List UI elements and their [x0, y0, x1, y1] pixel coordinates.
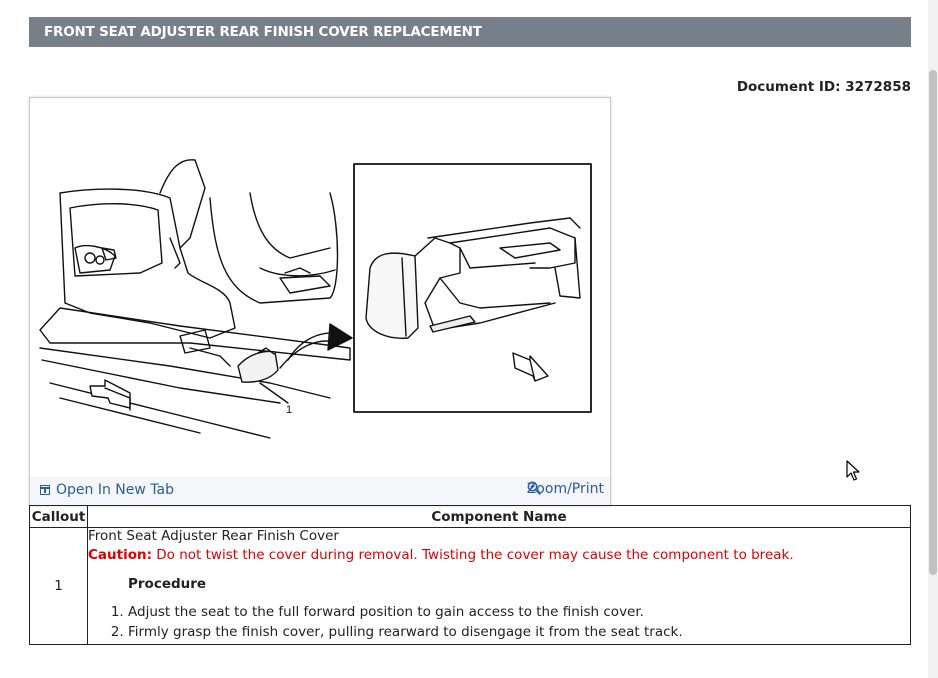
- procedure-step: Firmly grasp the finish cover, pulling r…: [128, 624, 910, 640]
- procedure-title: Procedure: [128, 576, 207, 592]
- zoom-print-link[interactable]: Zoom/Print: [527, 481, 604, 497]
- open-in-new-tab-label: Open In New Tab: [56, 482, 174, 498]
- scrollbar-thumb[interactable]: [929, 70, 937, 575]
- component-name-header: Component Name: [87, 505, 911, 528]
- component-table: Callout Component Name 1 Front Seat Adju…: [29, 505, 911, 645]
- component-name: Front Seat Adjuster Rear Finish Cover: [88, 528, 339, 544]
- caution-label: Caution:: [88, 547, 152, 563]
- table-header-row: Callout Component Name: [29, 505, 911, 528]
- callout-header: Callout: [29, 505, 88, 528]
- zoom-print-label: Zoom/Print: [526, 481, 604, 497]
- zoom-in-icon: [527, 481, 541, 495]
- open-in-new-tab-link[interactable]: Open In New Tab: [40, 482, 174, 498]
- vertical-scrollbar[interactable]: [928, 0, 938, 678]
- component-cell: Front Seat Adjuster Rear Finish Cover Ca…: [87, 527, 911, 645]
- callout-1-label: 1: [286, 404, 292, 416]
- procedure-step: Adjust the seat to the full forward posi…: [128, 604, 910, 620]
- new-tab-icon: [40, 485, 50, 495]
- procedure-steps: Adjust the seat to the full forward posi…: [88, 604, 910, 640]
- document-id: Document ID: 3272858: [736, 79, 911, 95]
- caution-notice: Caution: Do not twist the cover during r…: [88, 547, 910, 563]
- seat-adjuster-illustration: 1: [39, 159, 592, 439]
- illustration-figure: 1 Open In New Tab Zoom/Print: [29, 97, 611, 506]
- page-title: FRONT SEAT ADJUSTER REAR FINISH COVER RE…: [29, 17, 911, 47]
- mouse-cursor-icon: [846, 460, 860, 481]
- callout-cell: 1: [29, 527, 88, 645]
- table-row: 1 Front Seat Adjuster Rear Finish Cover …: [29, 527, 911, 645]
- caution-text: Do not twist the cover during removal. T…: [152, 547, 794, 563]
- figure-toolbar: Open In New Tab Zoom/Print: [30, 477, 610, 505]
